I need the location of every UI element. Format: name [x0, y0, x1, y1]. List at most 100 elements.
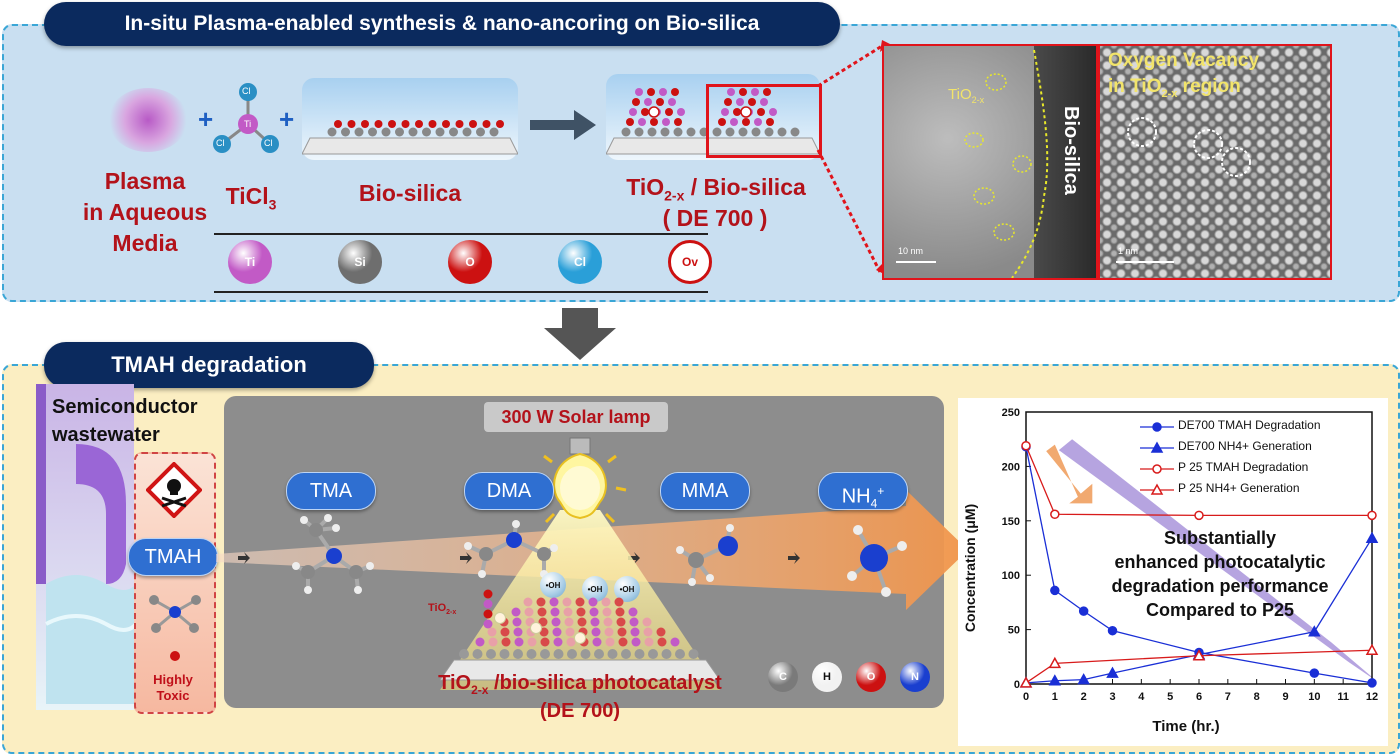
cluster-atom	[674, 118, 682, 126]
si-atom	[395, 127, 404, 137]
tem-scale-2: 1 nm	[1118, 246, 1139, 256]
process-down-arrow	[544, 308, 616, 360]
cluster-atom	[638, 118, 646, 126]
series-point-3	[1019, 676, 1033, 688]
catalyst-atom	[562, 597, 572, 607]
series-point-0	[1367, 678, 1377, 688]
si-atom	[634, 127, 644, 137]
tem-image-high-mag: Oxygen Vacancy in TiO2-x region 1 nm	[1098, 44, 1332, 280]
series-point-2	[1194, 510, 1204, 521]
series-point-3	[1365, 643, 1379, 656]
cluster-atom	[632, 98, 640, 106]
y-tick-label: 50	[1008, 625, 1020, 637]
si-atom	[738, 127, 748, 137]
catalyst-atom	[513, 627, 523, 637]
catalyst-atom	[628, 607, 638, 617]
si-atom	[476, 127, 485, 137]
vacancy-marker	[648, 106, 660, 118]
series-point-1	[1365, 531, 1379, 543]
vacancy-circles	[1116, 117, 1251, 263]
synthesis-title: In-situ Plasma-enabled synthesis & nano-…	[44, 2, 840, 46]
si-atom	[648, 649, 658, 659]
ammonium-molecule	[847, 525, 907, 597]
si-atom	[567, 649, 577, 659]
catalyst-atom	[656, 627, 666, 637]
toxic-label-2: Toxic	[156, 688, 190, 703]
catalyst-atom	[602, 607, 612, 617]
cluster-atom	[751, 88, 759, 96]
species-pill-tma: TMA	[286, 472, 376, 510]
element-h-ball: H	[812, 662, 842, 692]
catalyst-atom	[536, 597, 546, 607]
catalyst-atom	[644, 637, 654, 647]
legend-marker-0	[1140, 422, 1174, 432]
toxic-hazard-icon	[146, 462, 202, 518]
legend-si-ball: Si	[338, 240, 382, 284]
catalyst-atom	[514, 637, 524, 647]
bio-silica-slab	[302, 120, 518, 155]
si-atom	[777, 127, 787, 137]
o-atom	[442, 120, 450, 128]
o-atom	[361, 120, 369, 128]
si-atom	[751, 127, 761, 137]
catalyst-atom	[615, 607, 625, 617]
si-atom	[764, 127, 774, 137]
product-slab	[606, 88, 820, 155]
cl-label-left: Cl	[216, 138, 225, 148]
o-atom	[374, 120, 383, 128]
x-tick-label: 9	[1282, 691, 1288, 703]
si-atom	[381, 127, 391, 137]
catalyst-atom	[604, 627, 614, 637]
o-atom	[347, 120, 356, 128]
si-atom	[489, 127, 499, 137]
catalyst-atom	[524, 607, 534, 617]
catalyst-atom	[591, 627, 601, 637]
o-atom	[388, 120, 396, 128]
cluster-atom	[647, 88, 655, 96]
p25-arrow	[1046, 444, 1093, 504]
o-atom	[415, 120, 423, 128]
si-atom	[675, 649, 685, 659]
catalyst-atom	[590, 617, 600, 627]
si-atom	[790, 127, 800, 137]
cluster-atom	[635, 88, 643, 96]
series-point-2	[1050, 509, 1060, 520]
cluster-atom	[727, 88, 735, 96]
si-atom	[341, 127, 350, 137]
series-point-2	[1021, 440, 1031, 451]
x-tick-label: 5	[1167, 691, 1173, 703]
element-n-ball: N	[900, 662, 930, 692]
catalyst-atom	[575, 597, 585, 607]
cluster-atom	[730, 118, 738, 126]
tma-molecule	[292, 514, 374, 594]
tmah-pill: TMAH	[128, 538, 218, 576]
oh-radical: •OH	[582, 576, 608, 602]
si-atom	[688, 649, 699, 659]
y-tick-label: 200	[1002, 461, 1020, 473]
y-tick-label: 100	[1002, 570, 1020, 582]
annotation-line-1: enhanced photocatalytic	[1114, 552, 1326, 572]
catalyst-atom	[577, 617, 587, 627]
cluster-atom	[742, 118, 750, 126]
si-atom	[368, 127, 377, 137]
catalyst-atom	[588, 597, 598, 607]
catalyst-atom	[475, 637, 485, 647]
tem-dark-region	[1034, 46, 1096, 278]
o-atom	[455, 120, 464, 128]
chart-xlabel: Time (hr.)	[1152, 718, 1220, 735]
trend-arrow	[1058, 439, 1378, 682]
catalyst-atom	[563, 607, 573, 617]
dma-molecule	[464, 520, 558, 578]
catalyst-atom	[551, 617, 561, 627]
cluster-atom	[763, 88, 771, 96]
si-atom	[686, 127, 696, 137]
o-atom	[401, 120, 410, 128]
catalyst-atom	[483, 589, 493, 599]
ticl3-molecule	[213, 83, 279, 153]
o-atom	[334, 120, 342, 128]
species-pill-nh: NH4+	[818, 472, 908, 511]
si-atom	[526, 649, 537, 659]
product-label: TiO2-x / Bio-silica	[626, 174, 806, 204]
si-atom	[459, 649, 469, 659]
